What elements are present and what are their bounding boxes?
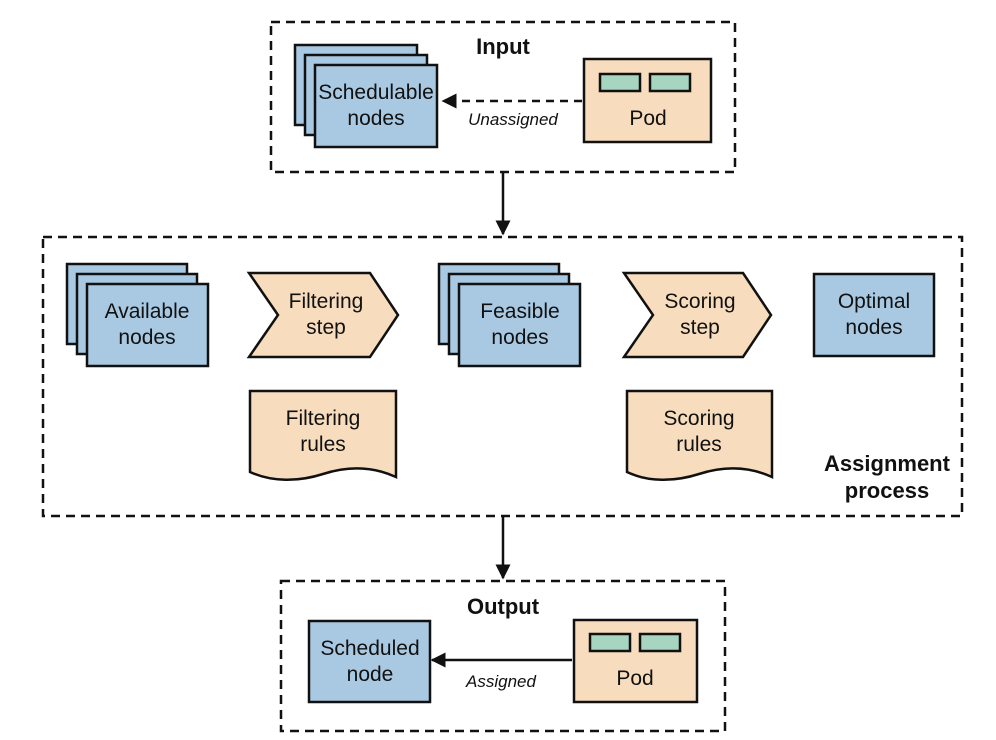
scoring-rules-label-2: rules xyxy=(676,433,722,456)
scoring-step-chevron: Scoring step xyxy=(621,271,773,359)
unassigned-label: Unassigned xyxy=(468,110,558,129)
filtering-rules-label-1: Filtering xyxy=(286,407,361,430)
available-nodes-label-2: nodes xyxy=(118,326,175,349)
output-pod: Pod xyxy=(572,618,699,704)
filtering-step-label-2: step xyxy=(306,316,346,339)
input-pod: Pod xyxy=(582,57,713,144)
output-pod-label: Pod xyxy=(616,667,653,690)
scheduled-node-box: Scheduled node xyxy=(307,619,432,704)
assignment-process-title-2: process xyxy=(845,478,929,503)
scoring-step-label-1: Scoring xyxy=(664,290,735,313)
optimal-nodes-label-1: Optimal xyxy=(838,290,910,313)
filtering-step-label-1: Filtering xyxy=(289,290,364,313)
assignment-process-title-1: Assignment xyxy=(824,451,951,476)
feasible-nodes-label-1: Feasible xyxy=(480,300,559,323)
input-title: Input xyxy=(476,34,530,59)
filtering-rules-label-2: rules xyxy=(300,433,346,456)
available-nodes-label-1: Available xyxy=(105,300,190,323)
scoring-rules-document: Scoring rules xyxy=(625,389,774,482)
schedulable-nodes-label-1: Schedulable xyxy=(318,81,434,104)
filtering-rules-document: Filtering rules xyxy=(248,389,398,482)
feasible-nodes-label-2: nodes xyxy=(491,326,548,349)
schedulable-nodes-label-2: nodes xyxy=(347,107,404,130)
filtering-step-chevron: Filtering step xyxy=(246,271,400,359)
assigned-label: Assigned xyxy=(465,672,536,691)
scheduled-node-label-2: node xyxy=(347,663,394,686)
scheduled-node-label-1: Scheduled xyxy=(320,637,419,660)
output-title: Output xyxy=(467,594,540,619)
output-group xyxy=(279,579,727,733)
scoring-step-label-2: step xyxy=(680,316,720,339)
schedulable-nodes-stack: Schedulable nodes xyxy=(293,43,439,149)
scoring-rules-label-1: Scoring xyxy=(663,407,734,430)
optimal-nodes-box: Optimal nodes xyxy=(812,272,936,358)
available-nodes-stack: Available nodes xyxy=(65,262,210,368)
optimal-nodes-label-2: nodes xyxy=(845,316,902,339)
feasible-nodes-stack: Feasible nodes xyxy=(437,262,582,368)
input-pod-label: Pod xyxy=(629,107,666,130)
